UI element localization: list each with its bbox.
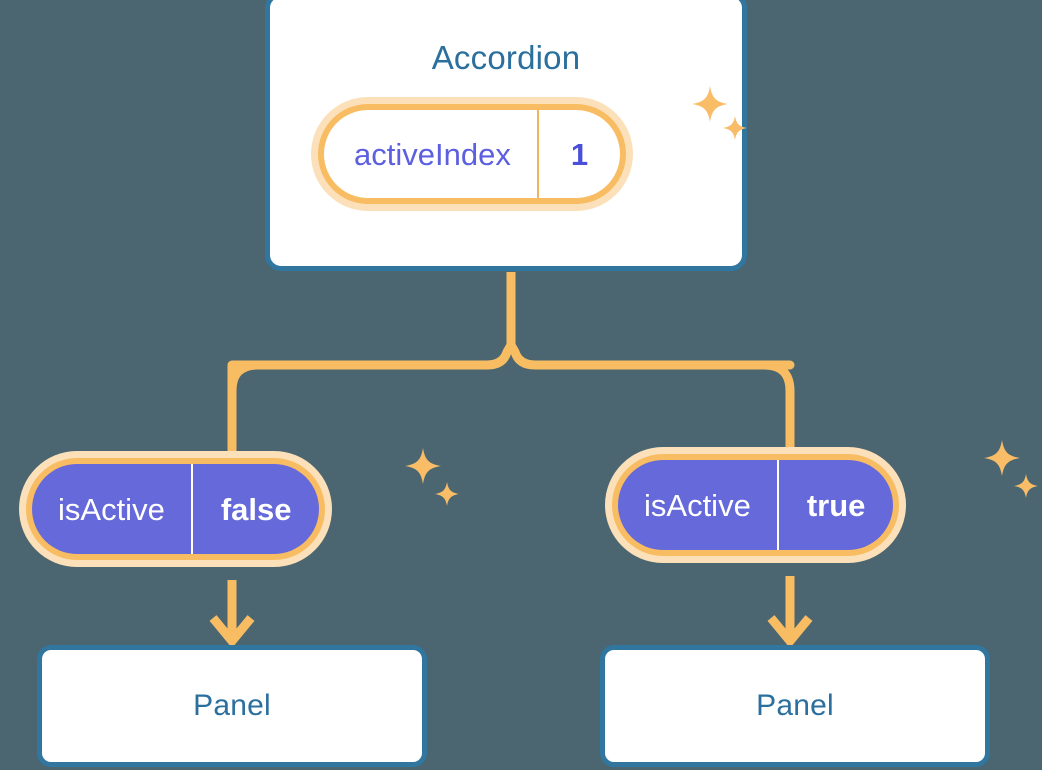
panel-title: Panel (193, 689, 271, 722)
pill-halo: isActive true (605, 447, 907, 563)
state-key-label: isActive (32, 464, 193, 554)
pill-body: isActive false (32, 464, 320, 554)
pill-body: isActive true (618, 460, 894, 550)
sparkle-large-icon (405, 448, 441, 484)
state-value-label: true (806, 487, 866, 523)
panel-card-right[interactable]: Panel (600, 645, 990, 767)
pill-halo: activeIndex 1 (311, 97, 634, 211)
panel-title: Panel (756, 689, 834, 722)
sparkle-small-icon (1014, 474, 1038, 498)
arrow-head-left-icon (209, 615, 255, 649)
pill-ring: activeIndex 1 (318, 104, 627, 204)
sparkle-small-icon (435, 482, 459, 506)
pill-ring: isActive true (612, 454, 900, 556)
state-badge-is-active-true[interactable]: isActive true (605, 447, 907, 563)
sparkle-cluster-right (984, 440, 1038, 498)
connector-corner-right (763, 360, 795, 458)
state-key-label: isActive (618, 460, 779, 550)
panel-card-left[interactable]: Panel (37, 645, 427, 767)
state-badge-active-index[interactable]: activeIndex 1 (311, 97, 634, 211)
sparkle-large-icon (984, 440, 1020, 476)
state-value-label: 1 (570, 136, 589, 172)
sparkle-cluster-left (405, 448, 459, 506)
accordion-card[interactable]: Accordion (265, 0, 747, 271)
pill-ring: isActive false (26, 458, 326, 560)
arrow-head-right-icon (767, 615, 813, 649)
state-key-label: activeIndex (324, 110, 539, 198)
connector-corner-left (227, 360, 259, 462)
pill-halo: isActive false (19, 451, 333, 567)
page-title: Accordion (431, 39, 581, 76)
state-badge-is-active-false[interactable]: isActive false (19, 451, 333, 567)
state-value-label: false (220, 491, 292, 527)
connector-bus (227, 340, 795, 370)
pill-body: activeIndex 1 (324, 110, 621, 198)
